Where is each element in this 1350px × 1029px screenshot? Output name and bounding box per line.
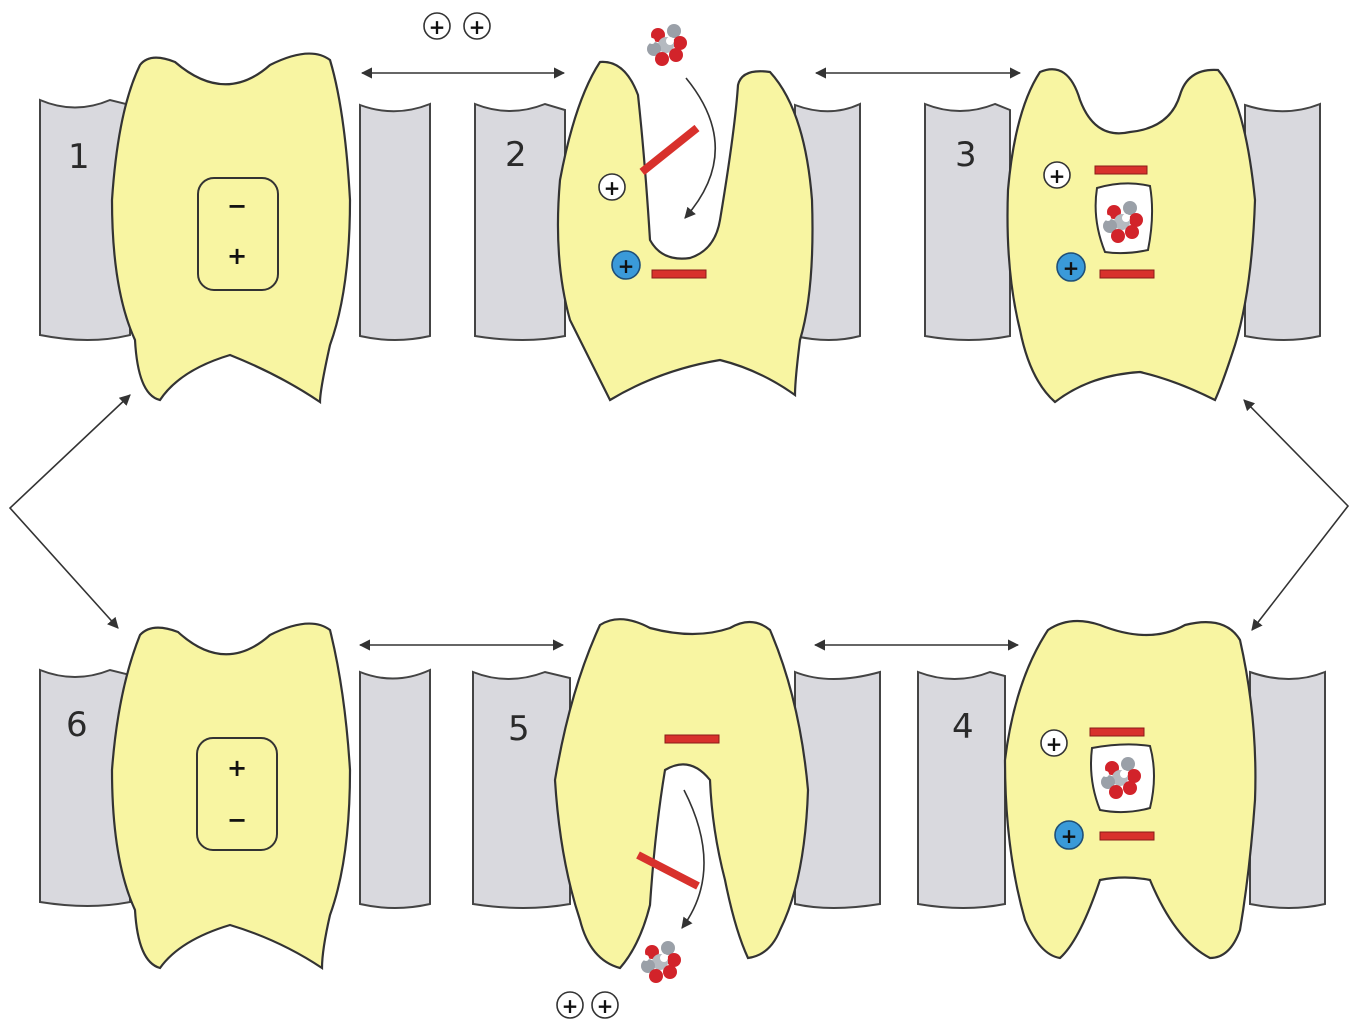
membrane-right: [360, 104, 430, 340]
cation-bound-icon: +: [612, 251, 640, 279]
gate-bar: [665, 735, 719, 743]
transporter-protein: [558, 62, 813, 400]
membrane-right: [1250, 672, 1325, 908]
transporter-protein: [112, 624, 350, 968]
panel-5: 5: [473, 619, 880, 983]
cation-icon: +: [1044, 162, 1070, 188]
sugar-molecule-icon: [641, 941, 681, 983]
svg-text:+: +: [1061, 824, 1078, 848]
svg-text:+: +: [1046, 732, 1063, 756]
svg-text:+: +: [429, 15, 446, 39]
panel-number: 3: [955, 135, 977, 175]
transporter-protein: [555, 619, 808, 968]
panel-3: + + 3: [925, 69, 1320, 402]
panel-4: + + 4: [918, 621, 1325, 958]
svg-text:+: +: [1049, 164, 1066, 188]
gate-bar-top: [1095, 166, 1147, 174]
cation-bound-icon: +: [1057, 253, 1085, 281]
cation-icon: +: [592, 992, 618, 1018]
svg-text:+: +: [1063, 256, 1080, 280]
cation-icon: +: [599, 174, 625, 200]
svg-text:+: +: [469, 15, 486, 39]
transporter-protein: [112, 54, 350, 402]
svg-text:+: +: [562, 994, 579, 1018]
exit-arrow: [682, 790, 704, 928]
membrane-right: [1245, 104, 1320, 340]
panel-number: 1: [68, 137, 90, 177]
membrane-right: [360, 670, 430, 908]
panel-number: 2: [505, 135, 527, 175]
svg-text:+: +: [597, 994, 614, 1018]
panel-6: + − 6: [40, 624, 430, 968]
transition-arrow-3-4: [1244, 400, 1348, 630]
panel-1: − + 1: [40, 54, 430, 402]
plus-sign: +: [227, 242, 247, 270]
cation-bound-icon: +: [1055, 821, 1083, 849]
incoming-ion-pair: + +: [424, 13, 490, 39]
plus-sign: +: [227, 754, 247, 782]
gate-bar-bottom: [1100, 270, 1154, 278]
gate-bar-top: [1090, 728, 1144, 736]
gate-bar: [652, 270, 706, 278]
released-ion-pair: + +: [557, 992, 618, 1018]
cation-icon: +: [464, 13, 490, 39]
transition-arrow-1-6: [10, 395, 130, 628]
gate-bar-bottom: [1100, 832, 1154, 840]
entry-arrow: [685, 78, 715, 218]
gate-bar-open: [642, 128, 697, 172]
panel-number: 6: [66, 705, 88, 745]
panel-number: 5: [508, 709, 530, 749]
cation-icon: +: [1041, 730, 1067, 756]
panel-number: 4: [952, 707, 974, 747]
minus-sign: −: [227, 806, 247, 834]
minus-sign: −: [227, 192, 247, 220]
sugar-molecule-icon: [647, 24, 687, 66]
panel-2: 2 + +: [475, 24, 860, 400]
svg-text:+: +: [618, 254, 635, 278]
cation-icon: +: [557, 992, 583, 1018]
svg-text:+: +: [604, 176, 621, 200]
cation-icon: +: [424, 13, 450, 39]
